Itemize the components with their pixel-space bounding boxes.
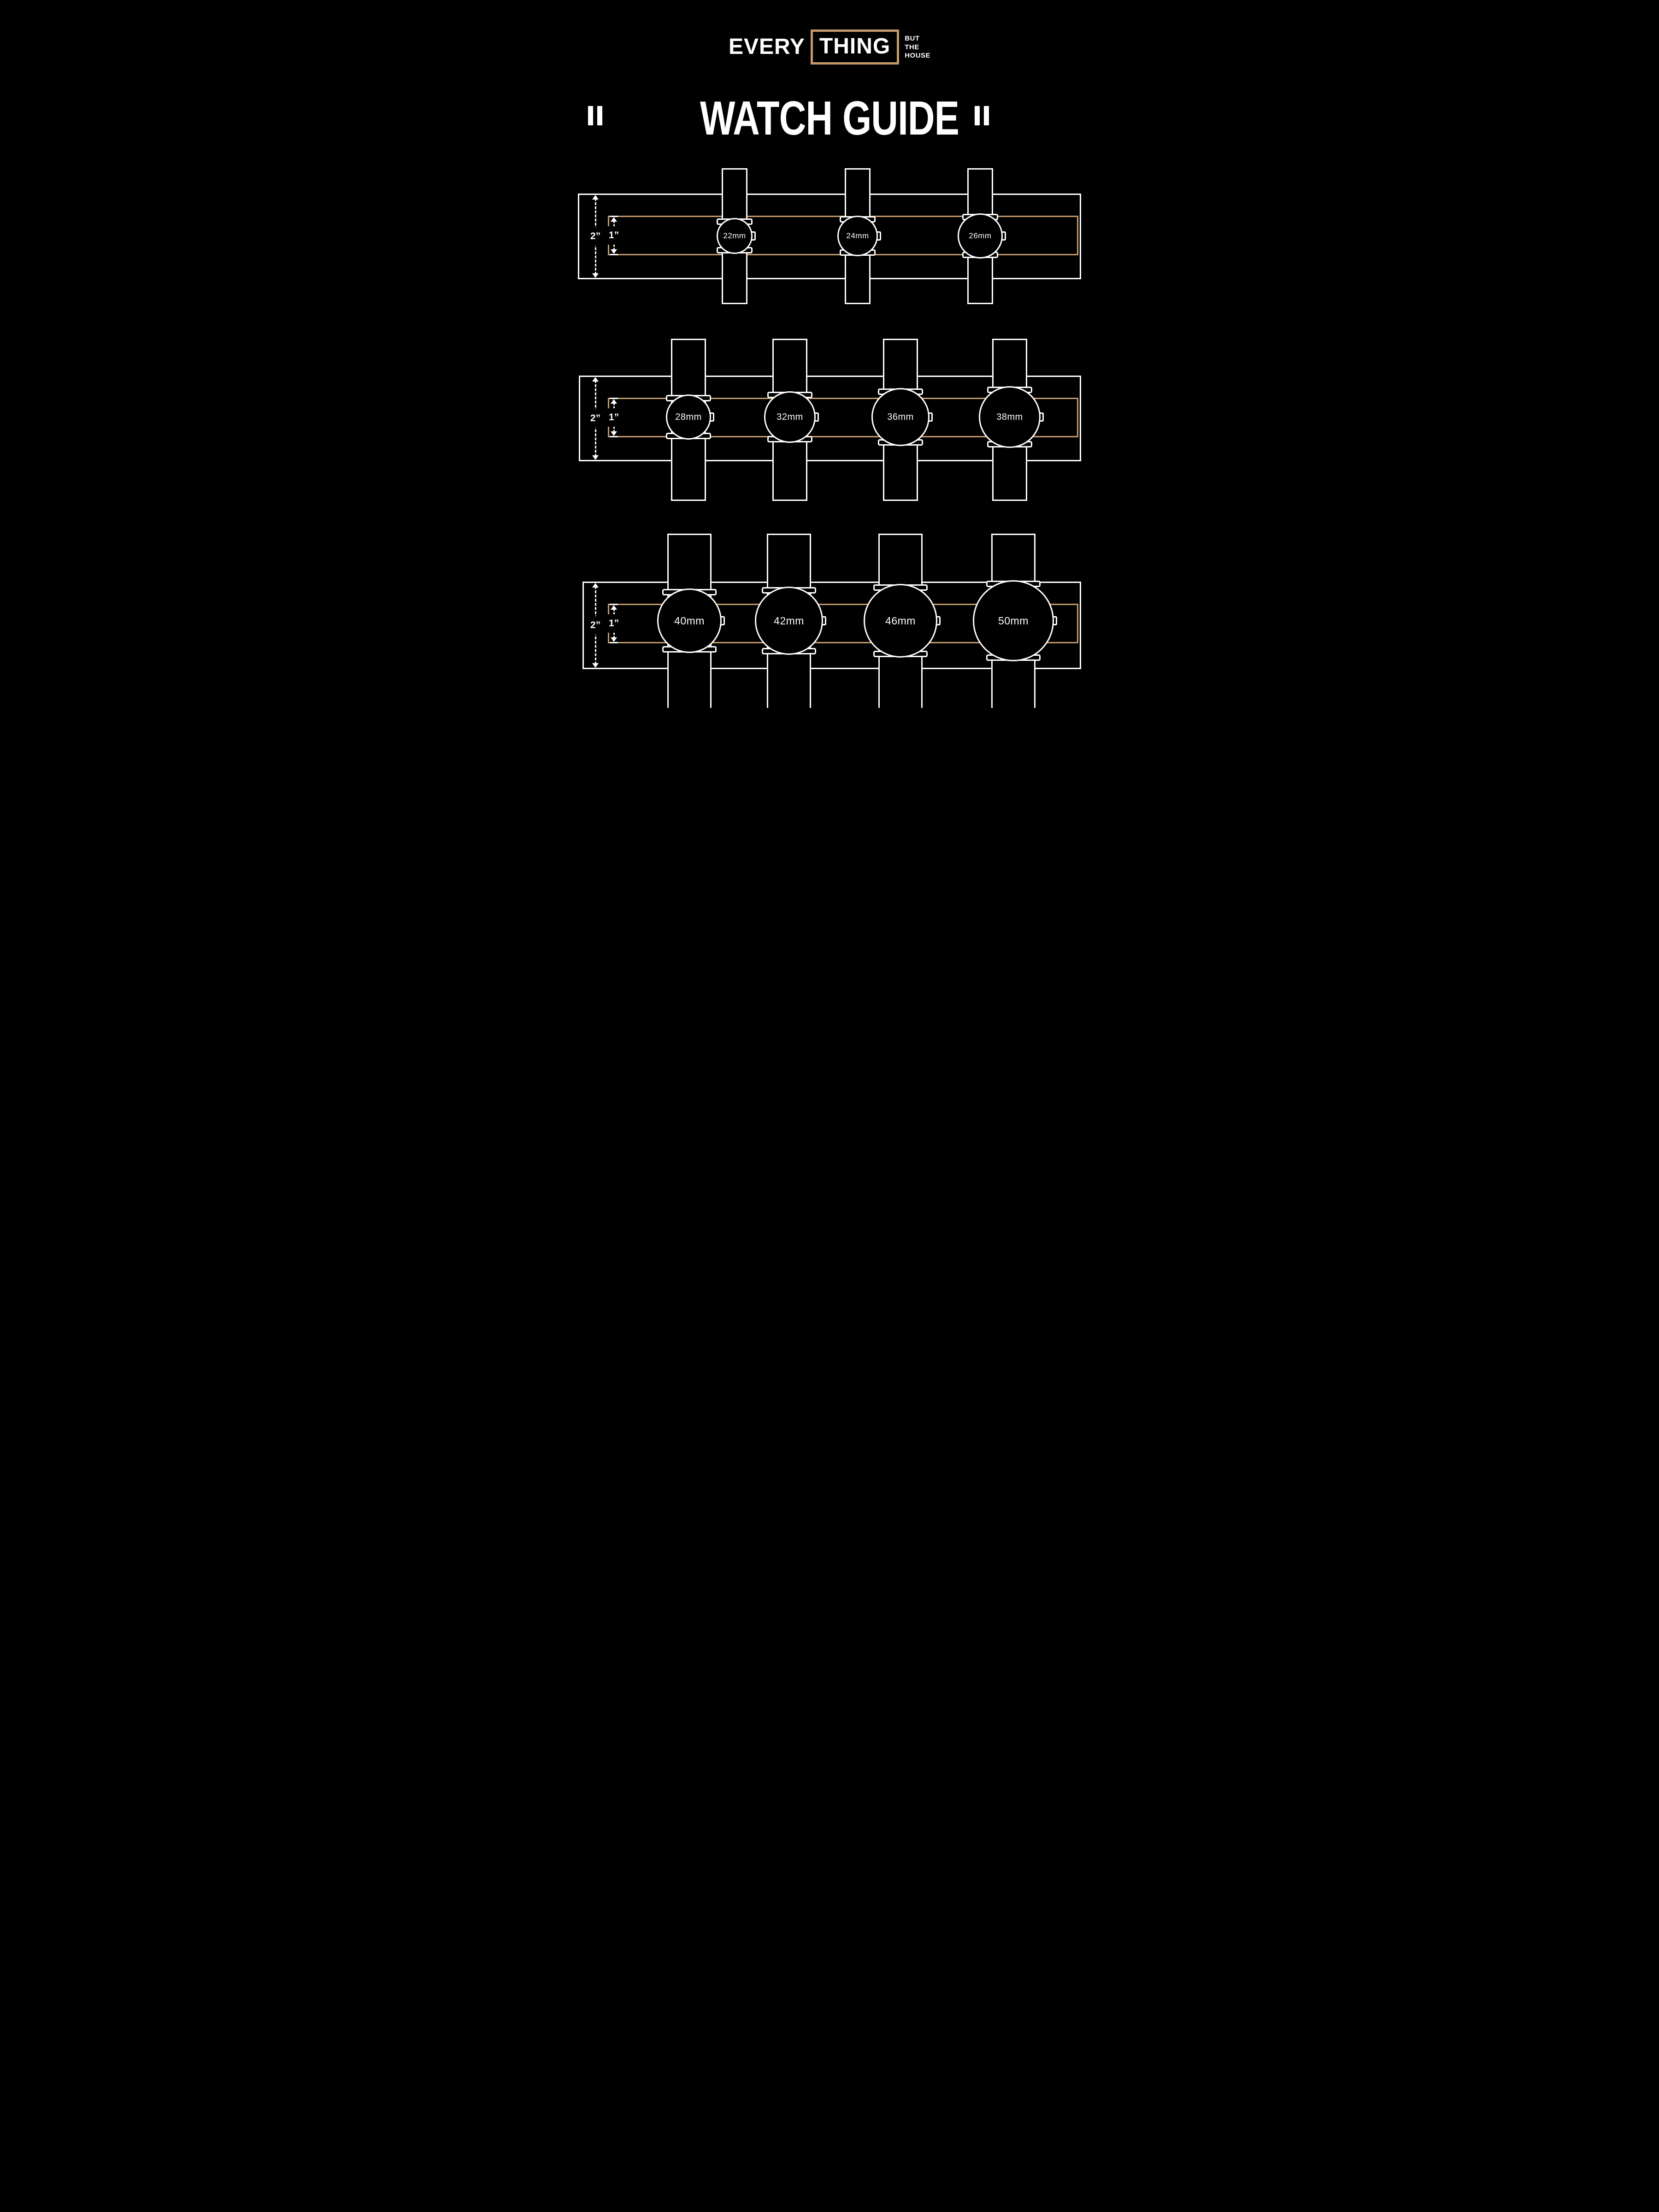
title-decor-right [975, 106, 989, 125]
decor-bar [975, 106, 980, 125]
ruler-arrow-up-icon [611, 399, 617, 404]
watch-size-label: 40mm [674, 614, 705, 627]
ruler-arrow-up-icon [611, 605, 617, 610]
ebth-logo: EVERY THING BUT THE HOUSE [564, 29, 1095, 65]
title-decor-left [588, 106, 602, 125]
ruler-1-inch: 1” [607, 604, 621, 643]
watch-illustration: 26mm [948, 168, 1012, 304]
watch-illustration: 32mm [758, 339, 822, 501]
watch-case: 38mm [979, 386, 1041, 448]
logo-tagline-line: THE [905, 43, 919, 51]
wrist-band-2in [579, 376, 1081, 461]
ruler-label-1in: 1” [607, 614, 621, 633]
ruler-arrow-down-icon [592, 455, 599, 460]
watch-size-row-large: 2” 1” 40mm 42mm [564, 534, 1095, 708]
ruler-tick [591, 582, 600, 583]
watch-size-label: 38mm [996, 412, 1023, 422]
wrist-band-2in [578, 194, 1081, 279]
ruler-arrow-down-icon [611, 249, 617, 254]
watch-illustration: 22mm [702, 168, 767, 304]
watch-size-row-small: 2” 1” 22mm 24mm [564, 168, 1095, 304]
ruler-arrow-down-icon [611, 637, 617, 642]
ruler-2-inch: 2” [588, 582, 602, 669]
watch-size-label: 22mm [723, 231, 746, 240]
watch-size-row-medium: 2” 1” 28mm 32mm [564, 339, 1095, 501]
watch-size-label: 42mm [774, 614, 804, 627]
decor-bar [588, 106, 593, 125]
ruler-arrow-down-icon [611, 431, 617, 436]
watch-size-label: 50mm [998, 614, 1029, 627]
page-title: WATCH GUIDE [700, 92, 959, 145]
logo-word-thing: THING [819, 34, 891, 59]
ruler-tick [591, 194, 600, 195]
ruler-tick [610, 254, 618, 255]
ruler-arrow-up-icon [592, 583, 599, 588]
ruler-arrow-up-icon [611, 217, 617, 222]
watch-case: 24mm [837, 216, 878, 256]
watch-case: 50mm [973, 580, 1054, 661]
ruler-tick [591, 278, 600, 279]
logo-tagline: BUT THE HOUSE [905, 35, 930, 60]
ruler-arrow-up-icon [592, 195, 599, 200]
ruler-arrow-down-icon [592, 273, 599, 278]
watch-case: 26mm [958, 213, 1003, 259]
logo-tagline-line: BUT [905, 34, 920, 42]
ruler-1-inch: 1” [607, 216, 621, 255]
watch-case: 32mm [764, 391, 816, 443]
logo-word-every: EVERY [728, 35, 805, 59]
watch-case: 40mm [657, 588, 722, 653]
ruler-tick [610, 604, 618, 605]
decor-bar [597, 106, 602, 125]
watch-size-label: 32mm [777, 412, 803, 422]
watch-guide-infographic: EVERY THING BUT THE HOUSE WATCH GUIDE 2” [564, 0, 1095, 708]
watch-case: 28mm [666, 394, 711, 440]
ruler-label-2in: 2” [588, 616, 602, 635]
ruler-tick [591, 376, 600, 377]
watch-illustration: 40mm [657, 534, 725, 708]
ruler-tick [591, 668, 600, 669]
watch-illustration: 24mm [825, 168, 890, 304]
watch-illustration: 28mm [656, 339, 721, 501]
watch-illustration: 50mm [973, 534, 1057, 708]
ruler-tick [610, 642, 618, 643]
ruler-tick [610, 436, 618, 437]
ruler-label-1in: 1” [607, 408, 621, 427]
watch-size-label: 46mm [885, 614, 916, 627]
watch-illustration: 36mm [868, 339, 933, 501]
watch-case: 22mm [717, 218, 753, 254]
ruler-tick [610, 216, 618, 217]
watch-size-label: 28mm [675, 412, 702, 422]
ruler-tick [591, 460, 600, 461]
logo-tagline-line: HOUSE [905, 52, 931, 60]
watch-case: 42mm [755, 587, 823, 655]
logo-thing-box: THING [810, 29, 900, 65]
ruler-arrow-up-icon [592, 377, 599, 382]
ruler-label-1in: 1” [607, 226, 621, 245]
ruler-label-2in: 2” [588, 227, 602, 246]
ruler-arrow-down-icon [592, 663, 599, 668]
wrist-band-2in [582, 582, 1081, 669]
ruler-1-inch: 1” [607, 398, 621, 437]
ruler-tick [610, 398, 618, 399]
watch-illustration: 42mm [755, 534, 826, 708]
ruler-2-inch: 2” [588, 194, 602, 279]
watch-size-label: 36mm [887, 412, 914, 422]
watch-illustration: 38mm [977, 339, 1044, 501]
watch-size-label: 24mm [846, 231, 869, 240]
watch-case: 46mm [864, 584, 937, 658]
watch-size-label: 26mm [969, 231, 992, 240]
watch-illustration: 46mm [864, 534, 941, 708]
ruler-label-2in: 2” [588, 409, 602, 428]
decor-bar [984, 106, 989, 125]
ruler-2-inch: 2” [588, 376, 602, 461]
watch-case: 36mm [871, 388, 930, 446]
